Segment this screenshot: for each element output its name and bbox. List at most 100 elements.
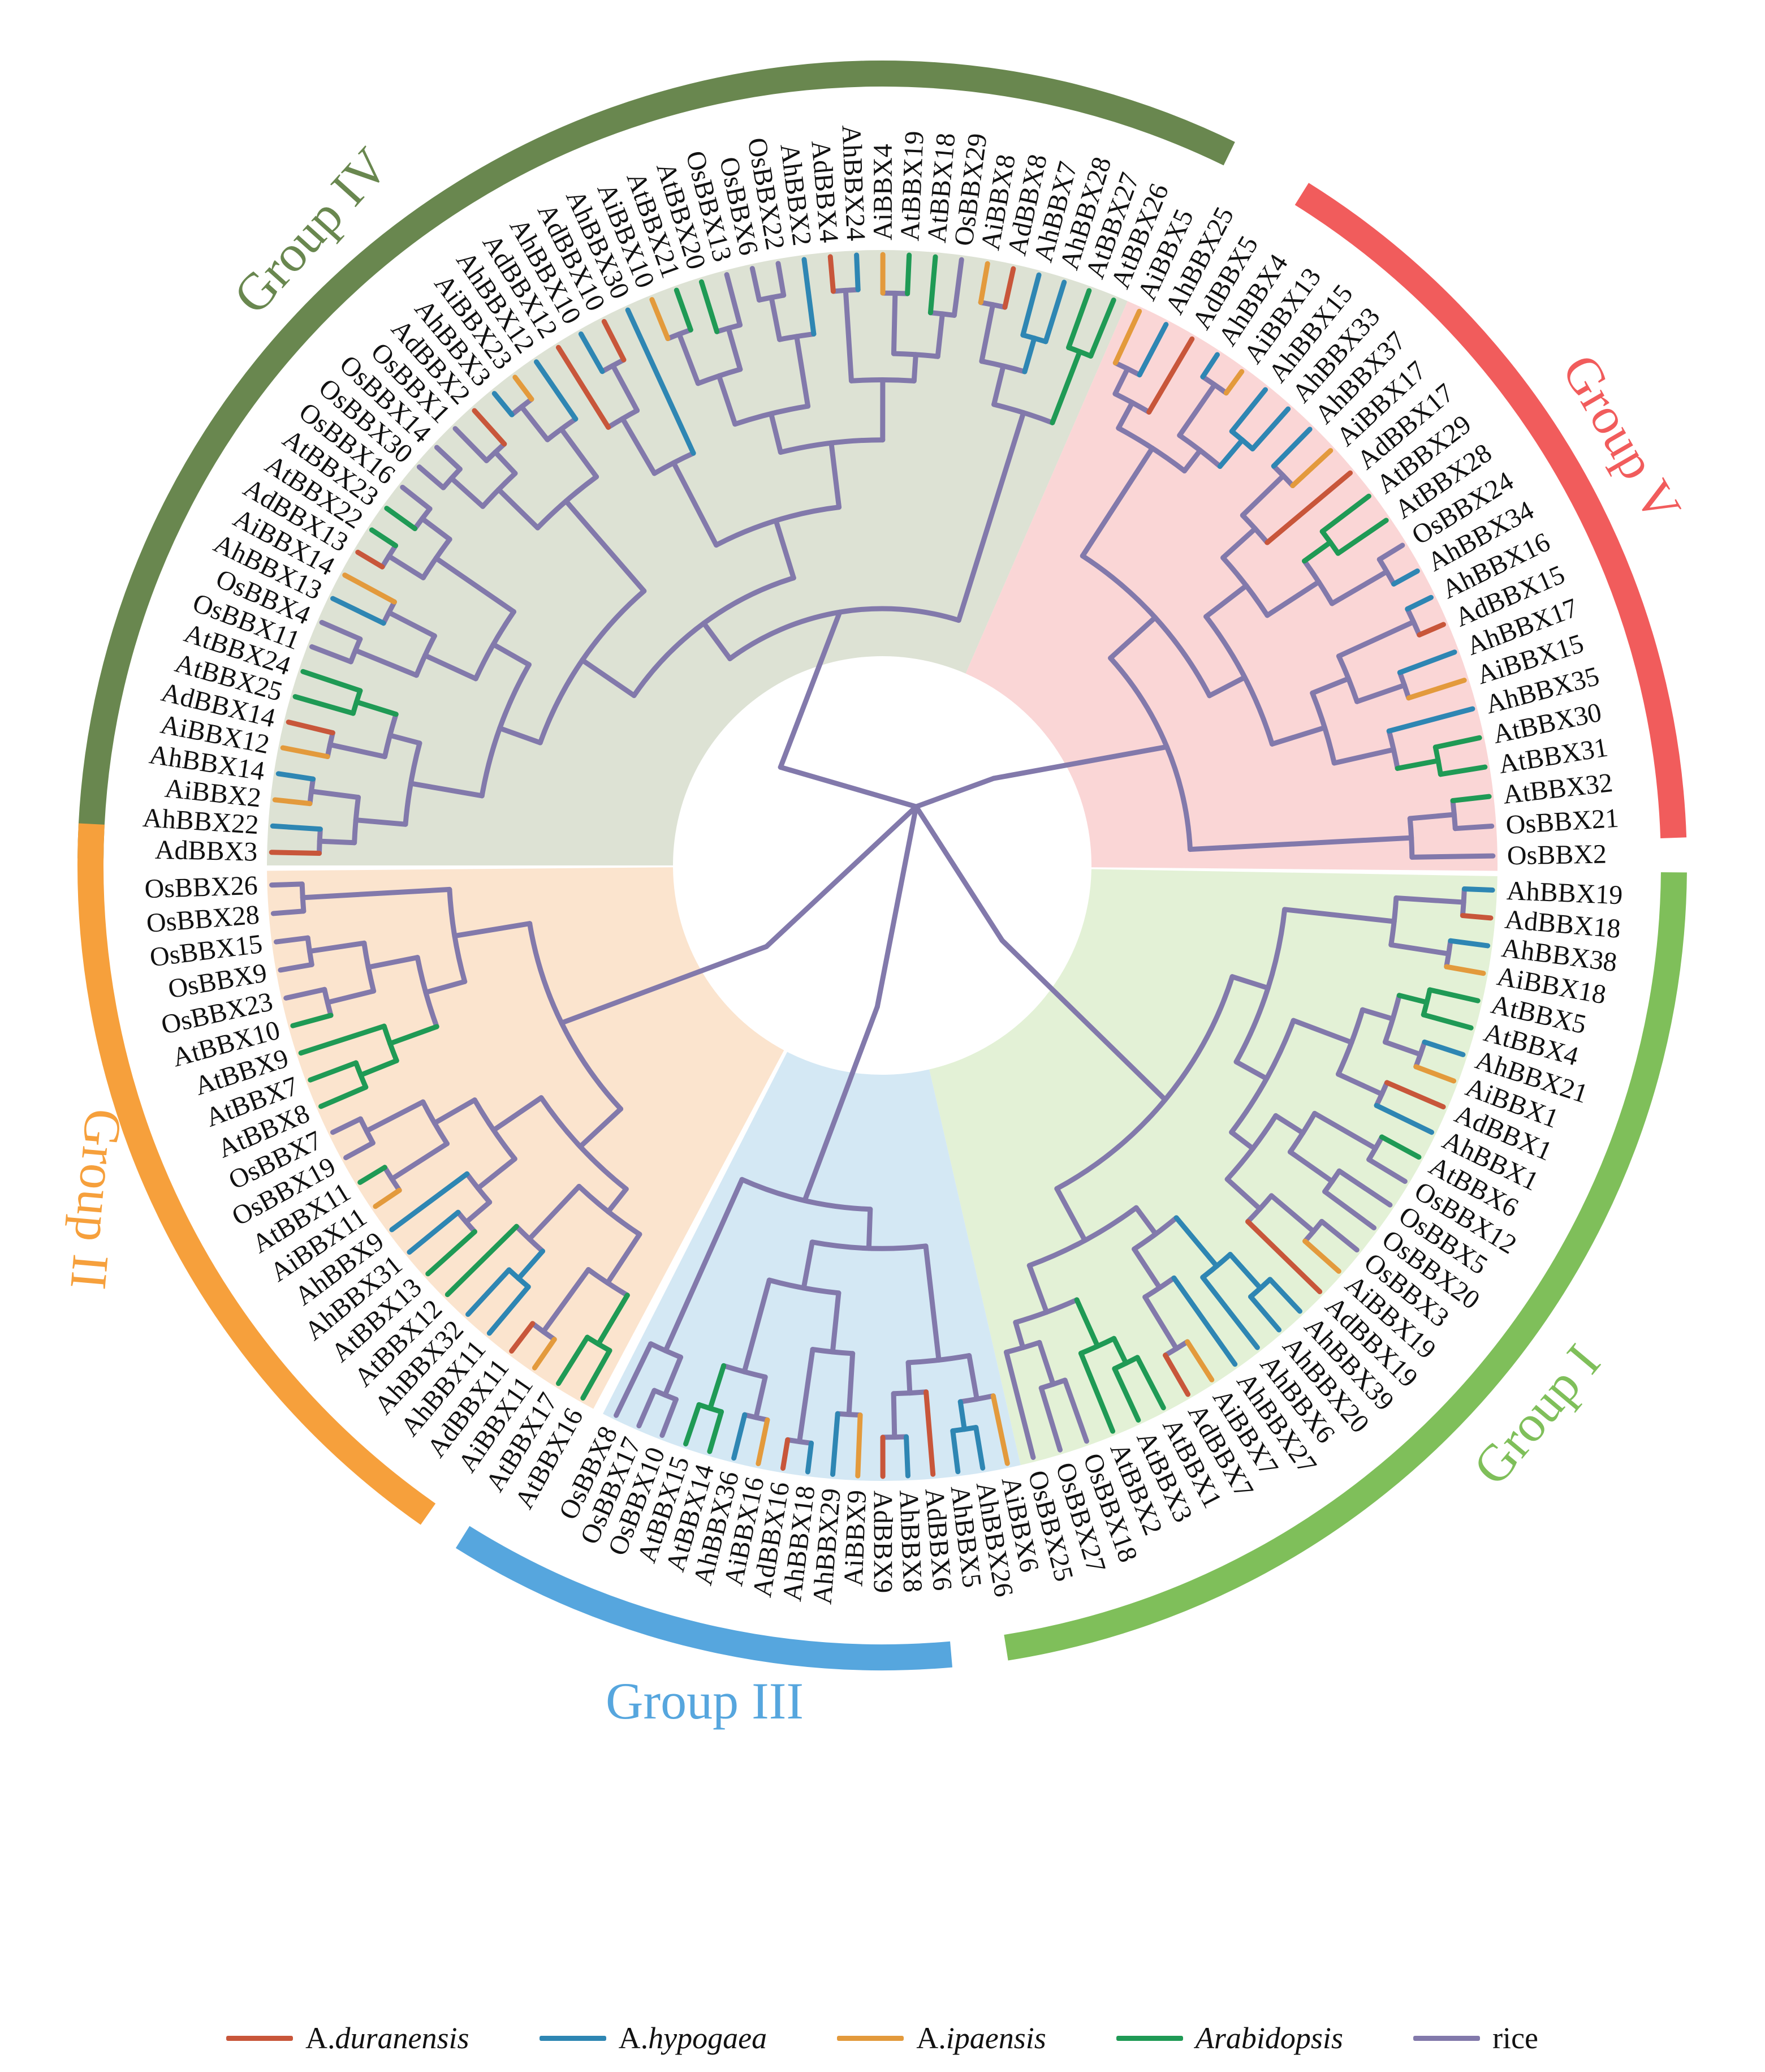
internal-branch (1022, 335, 1037, 374)
internal-branch (1133, 1205, 1159, 1237)
internal-branch (1227, 1252, 1263, 1291)
leaf-branch (1413, 1064, 1457, 1084)
branch-arc (631, 575, 796, 699)
backbone-branch (802, 1004, 880, 1203)
branch-arc (1026, 1205, 1139, 1268)
leaf-branch (636, 1388, 657, 1429)
internal-branch (1229, 1130, 1255, 1151)
internal-branch (358, 1058, 399, 1078)
leaf-branch (1405, 595, 1434, 612)
internal-branch (431, 1097, 477, 1126)
leaf-branch (278, 962, 314, 973)
leaf-branch (319, 619, 363, 642)
leaf-branch (1290, 448, 1334, 489)
leaf-branch (830, 1411, 840, 1477)
leaf-branch (1002, 266, 1016, 310)
leaf-label: AtBBX19 (895, 130, 930, 242)
leaf-branch (801, 257, 817, 337)
leaf-branch (854, 252, 861, 292)
internal-branch (1132, 1246, 1163, 1291)
backbone-branch (874, 804, 919, 1010)
leaf-branch (407, 1209, 461, 1255)
group-arc-group_iii (455, 1526, 953, 1670)
internal-branch (843, 287, 854, 384)
internal-branch (773, 518, 796, 581)
internal-branch (891, 1391, 897, 1440)
internal-branch (830, 1290, 841, 1355)
legend-swatch-rice (1413, 2035, 1481, 2041)
branch-arc (950, 1425, 979, 1434)
leaf-branch (1250, 406, 1291, 452)
leaf-branch (1335, 518, 1389, 556)
internal-branch (475, 1156, 517, 1191)
internal-branch (490, 641, 532, 667)
leaf-branch (1003, 1349, 1036, 1460)
leaf-branch (452, 426, 489, 463)
leaf-branch (1146, 336, 1195, 415)
internal-branch (387, 1024, 439, 1046)
leaf-branch (1421, 1012, 1474, 1031)
leaf-branch (269, 881, 305, 888)
legend-swatch-ipaensis (837, 2035, 904, 2041)
internal-branch (423, 979, 468, 995)
internal-branch (1331, 747, 1396, 766)
leaf-branch (1366, 1157, 1408, 1184)
leaf-branch (1088, 298, 1116, 359)
internal-branch (464, 1199, 493, 1225)
group-arc-group_v (1294, 183, 1687, 838)
internal-branch (606, 1186, 629, 1214)
internal-branch (309, 789, 361, 800)
backbone-branch (913, 804, 1005, 943)
internal-branch (353, 817, 408, 827)
branch-arc (1450, 798, 1458, 832)
branch-arc (732, 403, 811, 427)
branch-arc (415, 955, 439, 1029)
internal-branch (905, 1360, 913, 1396)
internal-branch (828, 440, 842, 510)
internal-branch (325, 988, 377, 1005)
leaf-branch (556, 1334, 590, 1386)
branch-arc (880, 290, 910, 296)
leaf-branch (1066, 288, 1092, 350)
leaf-branch (298, 1023, 387, 1056)
sector-group_v (965, 301, 1498, 871)
leaf-branch (318, 1084, 369, 1109)
backbone-branch (763, 804, 919, 949)
internal-branch (317, 838, 357, 846)
leaf-branch (1112, 308, 1142, 366)
leaf-branch (445, 1224, 519, 1298)
branch-arc (1116, 425, 1187, 473)
internal-branch (580, 657, 637, 699)
internal-branch (1188, 835, 1414, 852)
internal-branch (1388, 942, 1452, 957)
branch-arc (809, 1239, 929, 1251)
internal-branch (352, 648, 419, 678)
leaf-branch (625, 307, 696, 456)
internal-branch (1269, 725, 1327, 747)
leaf-label: OsBBX21 (1505, 803, 1620, 841)
leaf-branch (330, 596, 386, 626)
leaf-branch (1245, 1219, 1323, 1294)
leaf-branch (1171, 1275, 1238, 1367)
leaf-branch (1406, 678, 1467, 701)
leaf-branch (1271, 427, 1313, 469)
branch-arc (403, 740, 422, 827)
leaf-branch (270, 823, 323, 832)
leaf-branch (283, 987, 327, 1001)
leaf-branch (1374, 1102, 1435, 1135)
leaf-branch (534, 359, 579, 422)
internal-branch (1026, 1263, 1050, 1315)
leaf-branch (400, 484, 433, 512)
leaf-branch (1427, 987, 1481, 1003)
leaf-label: AdBBX9 (868, 1491, 898, 1593)
internal-branch (1224, 1177, 1263, 1212)
leaf-branch (1078, 1350, 1116, 1434)
leaf-branch (425, 1229, 477, 1277)
leaf-branch (1384, 1080, 1446, 1110)
leaf-branch (805, 1440, 814, 1475)
internal-branch (1080, 445, 1155, 559)
sector-group_ii (267, 867, 784, 1409)
leaf-branch (950, 1428, 961, 1475)
backbone-branch (913, 776, 996, 809)
branch-arc (785, 1437, 814, 1446)
